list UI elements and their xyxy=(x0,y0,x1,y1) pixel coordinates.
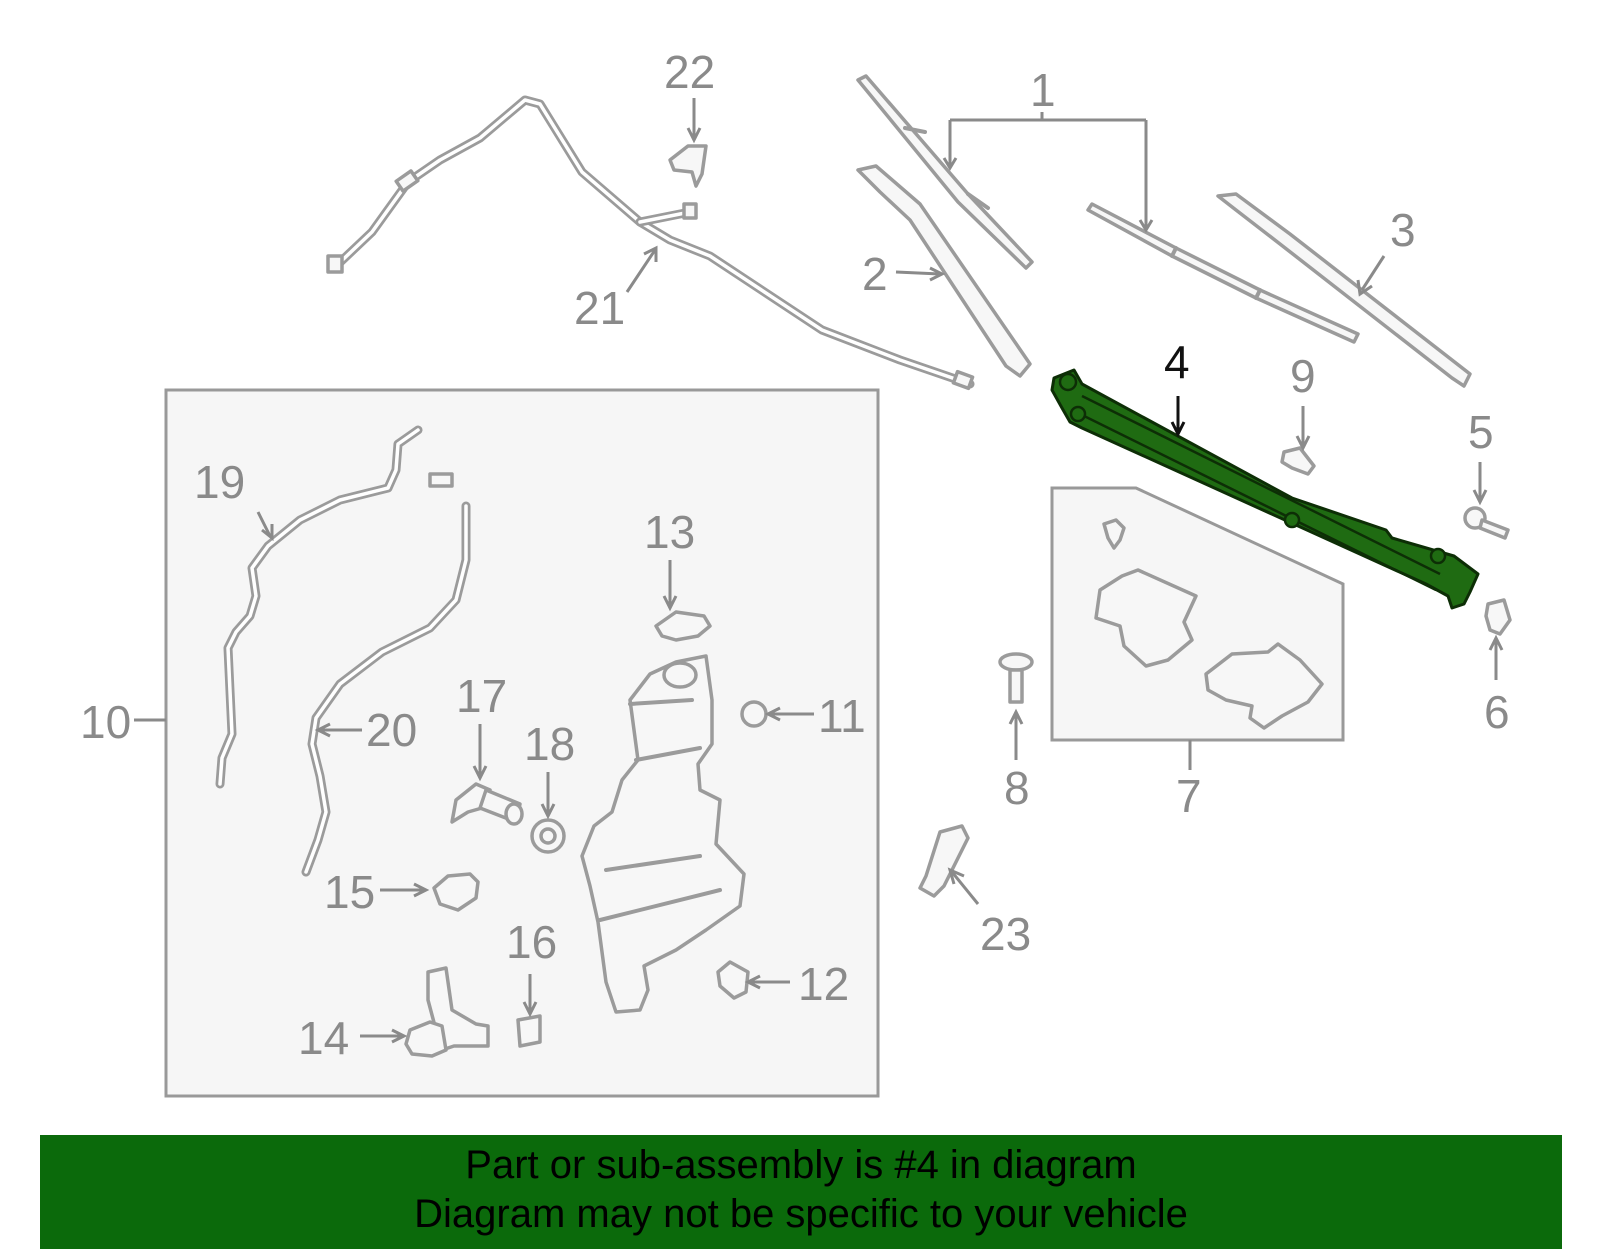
callout-7: 7 xyxy=(1176,770,1202,822)
callout-21: 21 xyxy=(574,282,625,334)
washer-hose-21[interactable] xyxy=(326,95,975,391)
info-banner: Part or sub-assembly is #4 in diagram Di… xyxy=(40,1135,1562,1249)
callout-13: 13 xyxy=(644,506,695,558)
grommet-18[interactable] xyxy=(530,818,566,854)
pivot-cap-9[interactable] xyxy=(1280,446,1316,476)
grommet-11[interactable] xyxy=(740,700,768,728)
banner-line-2: Diagram may not be specific to your vehi… xyxy=(414,1192,1188,1236)
reservoir-tank[interactable] xyxy=(580,654,746,1014)
nozzle-23[interactable] xyxy=(918,824,970,898)
callout-3: 3 xyxy=(1390,204,1416,256)
callout-1: 1 xyxy=(1030,64,1056,116)
callout-6: 6 xyxy=(1484,686,1510,738)
callout-22: 22 xyxy=(664,46,715,98)
clip-16[interactable] xyxy=(516,1014,542,1048)
callout-17: 17 xyxy=(456,670,507,722)
wiper-motor-7[interactable] xyxy=(1094,518,1324,730)
callout-15: 15 xyxy=(324,866,375,918)
reservoir-assembly-box xyxy=(164,388,880,1098)
callout-4: 4 xyxy=(1164,336,1190,388)
callout-18: 18 xyxy=(524,718,575,770)
callout-12: 12 xyxy=(798,958,849,1010)
callout-23: 23 xyxy=(980,908,1031,960)
wiper-blade-right[interactable] xyxy=(1086,202,1360,344)
hose-clip-22[interactable] xyxy=(668,144,708,188)
callout-11: 11 xyxy=(818,690,866,742)
wiper-arm-3[interactable] xyxy=(1216,192,1472,388)
wiper-arm-2[interactable] xyxy=(856,164,1032,378)
washer-hose-20[interactable] xyxy=(301,501,471,877)
callout-9: 9 xyxy=(1290,350,1316,402)
callout-20: 20 xyxy=(366,704,417,756)
banner-line-1: Part or sub-assembly is #4 in diagram xyxy=(465,1143,1137,1187)
reservoir-cap-13[interactable] xyxy=(654,610,712,642)
callout-10: 10 xyxy=(80,696,131,748)
wiper-arm-left[interactable] xyxy=(856,74,1034,270)
callout-2: 2 xyxy=(862,248,888,300)
callout-16: 16 xyxy=(506,916,557,968)
clip-6[interactable] xyxy=(1484,598,1512,636)
sensor-15[interactable] xyxy=(432,872,480,912)
pump-motor-14[interactable] xyxy=(404,966,490,1058)
callout-8: 8 xyxy=(1004,762,1030,814)
callout-5: 5 xyxy=(1468,406,1494,458)
leader-lines xyxy=(134,98,1504,1044)
seal-12[interactable] xyxy=(716,960,750,1000)
callout-14: 14 xyxy=(298,1012,349,1064)
callout-19: 19 xyxy=(194,456,245,508)
washer-hose-19[interactable] xyxy=(215,425,454,789)
wiper-linkage-4[interactable] xyxy=(1050,368,1480,610)
pump-17[interactable] xyxy=(450,782,524,826)
nut-5[interactable] xyxy=(1463,506,1510,540)
bolt-8[interactable] xyxy=(998,652,1034,704)
